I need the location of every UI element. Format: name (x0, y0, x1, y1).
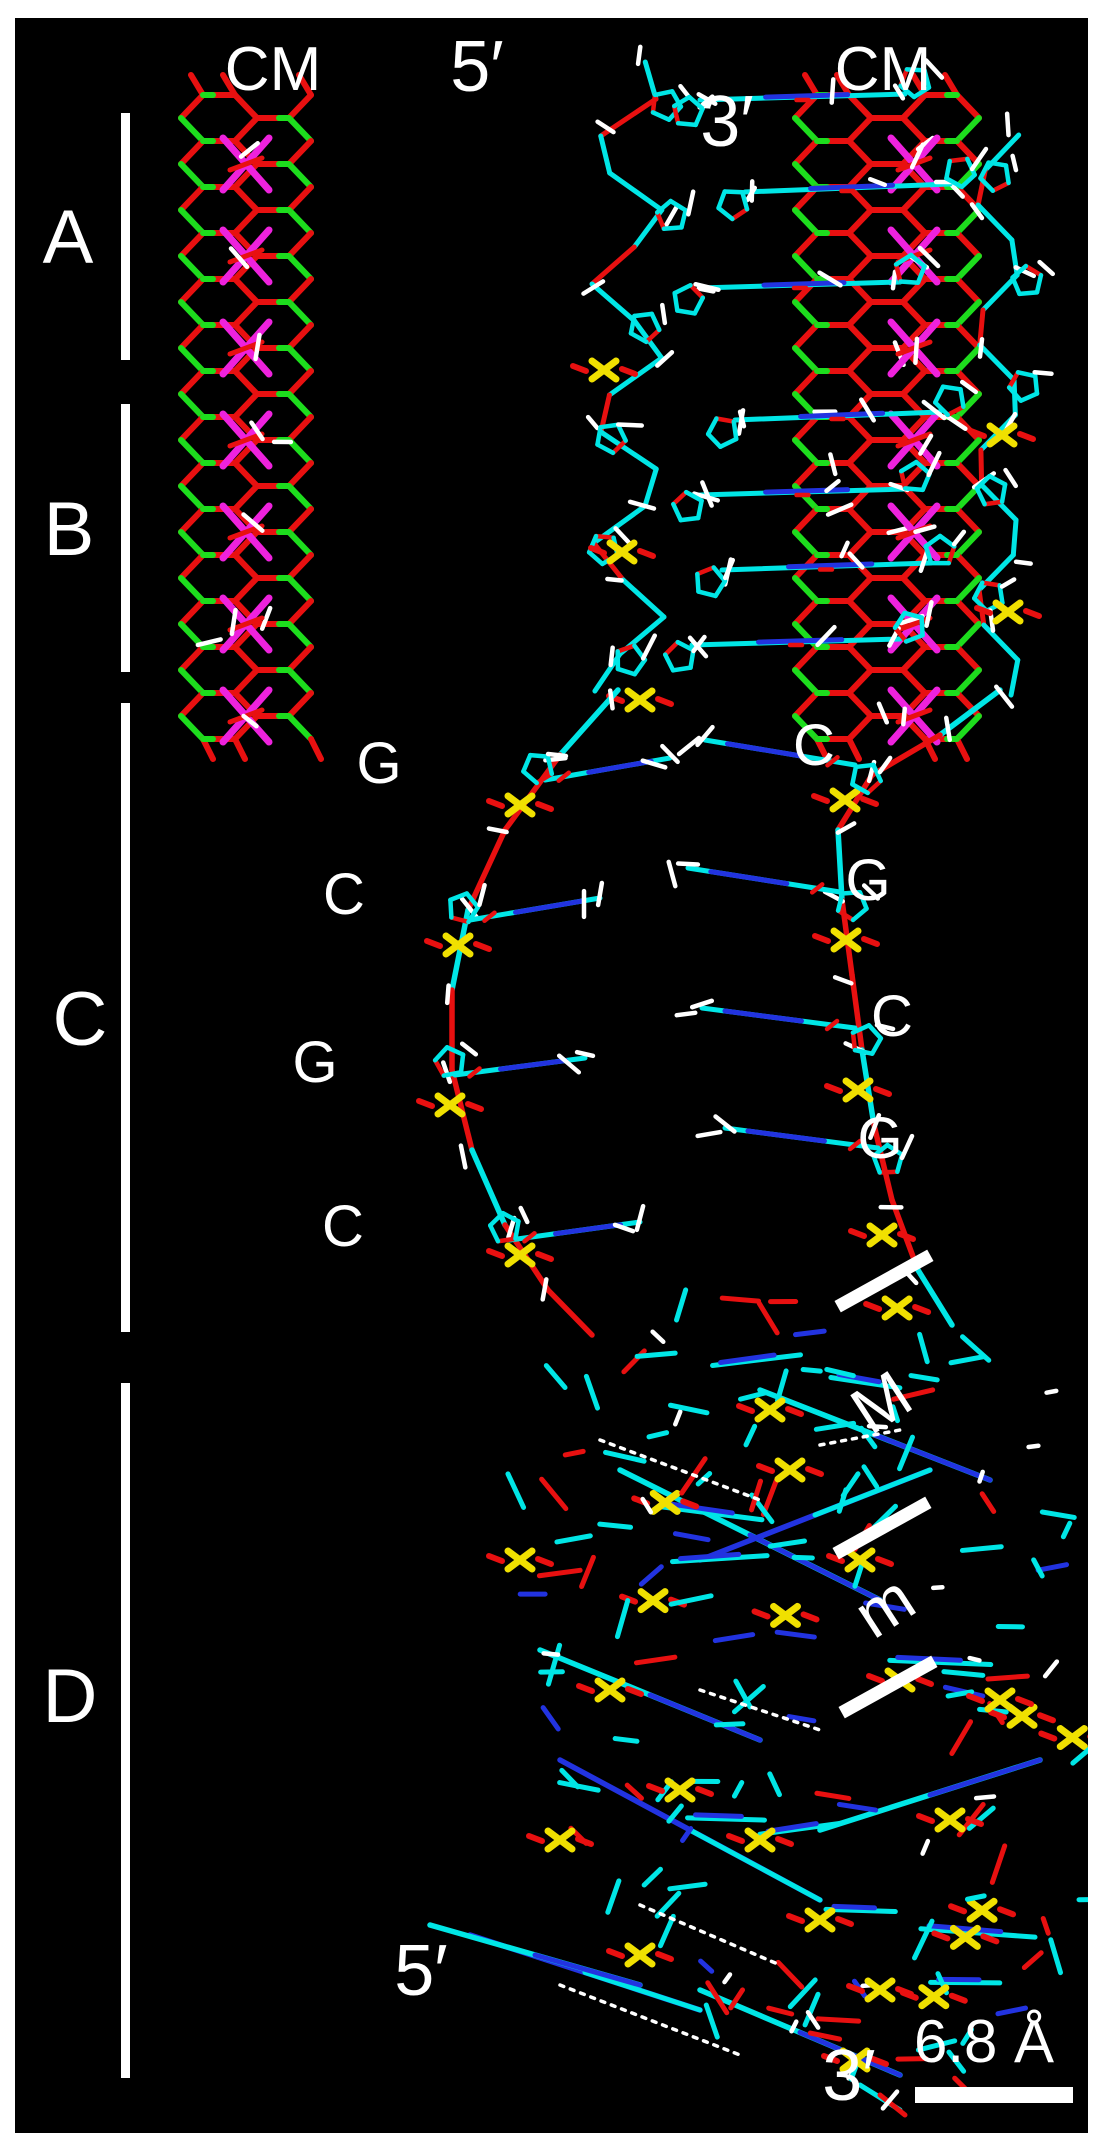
base-label-left-c2: C (322, 1194, 364, 1259)
section-label-c: C (52, 977, 108, 1062)
base-label-left-c1: C (323, 862, 365, 927)
molecular-panel (15, 18, 1088, 2133)
section-label-a: A (42, 195, 94, 280)
section-b-bracket (121, 404, 130, 672)
section-label-d: D (42, 1654, 98, 1739)
scale-bar (915, 2087, 1073, 2103)
five-prime-label-bottom: 5′ (394, 1931, 448, 2011)
base-label-left-g1: G (356, 731, 402, 796)
base-label-right-g1: G (845, 848, 891, 913)
five-prime-label-top: 5′ (450, 27, 504, 107)
three-prime-label-top: 3′ (700, 82, 754, 162)
section-label-b: B (43, 487, 95, 572)
crystal-membrane-label-left: CM (224, 35, 322, 104)
base-label-left-g2: G (292, 1030, 338, 1095)
three-prime-label-bottom: 3′ (822, 2036, 876, 2116)
base-label-right-c1: C (793, 713, 835, 778)
section-a-bracket (121, 113, 130, 360)
base-label-right-c2: C (871, 984, 913, 1049)
section-d-bracket (121, 1383, 130, 2078)
crystal-membrane-label-right: CM (834, 35, 932, 104)
section-c-bracket (121, 703, 130, 1332)
base-label-right-g2: G (857, 1106, 903, 1171)
scale-bar-label: 6.8 Å (913, 2008, 1055, 2075)
